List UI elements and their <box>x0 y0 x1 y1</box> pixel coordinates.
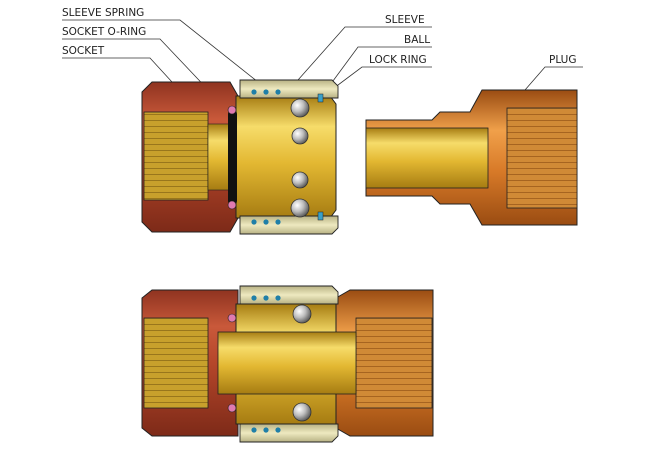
socket-nose <box>235 95 337 219</box>
lock-ring-label: LOCK RING <box>369 54 427 66</box>
connected-socket-thread <box>143 317 209 409</box>
sleeve-spring-label: SLEEVE SPRING <box>62 7 144 19</box>
ball-1 <box>290 98 310 118</box>
lock-ring-leader <box>325 66 432 95</box>
plug-label: PLUG <box>549 54 576 66</box>
ball-2 <box>291 127 309 145</box>
sleeve-label: SLEEVE <box>385 14 425 26</box>
sleeve-leader <box>297 26 432 81</box>
connected-ball-top <box>292 304 312 324</box>
ball-label: BALL <box>404 34 430 46</box>
connected-sleeve-top <box>239 285 339 305</box>
sleeve-spring-top <box>251 89 281 95</box>
sleeve-bottom <box>239 215 339 235</box>
connected-bore <box>217 331 357 395</box>
ball-4 <box>290 198 310 218</box>
plug-bore <box>365 127 489 189</box>
sleeve-spring-bottom <box>251 219 281 225</box>
coupling-connected <box>141 285 434 443</box>
socket-leader <box>62 57 173 83</box>
lock-ring-top <box>317 93 324 103</box>
connected-spring-top <box>251 295 281 301</box>
socket-thread <box>143 111 209 201</box>
socket-o-ring <box>228 110 237 205</box>
socket-bore <box>207 123 231 191</box>
connected-plug-thread <box>355 317 433 409</box>
ball-3 <box>291 171 309 189</box>
plug-leader <box>524 66 583 91</box>
connected-seal-top <box>227 313 237 323</box>
socket-o-ring-label: SOCKET O-RING <box>62 26 146 38</box>
connected-ball-bottom <box>292 402 312 422</box>
sleeve-top <box>239 79 339 99</box>
connected-seal-bottom <box>227 403 237 413</box>
connected-spring-bottom <box>251 427 281 433</box>
sleeve-spring-leader <box>62 19 259 83</box>
lock-ring-bottom <box>317 211 324 221</box>
connected-sleeve-bottom <box>239 423 339 443</box>
plug-assembly-disconnected <box>365 89 578 226</box>
o-ring-seal-top <box>227 105 237 115</box>
o-ring-seal-bottom <box>227 200 237 210</box>
socket-label: SOCKET <box>62 45 105 57</box>
socket-assembly-disconnected <box>141 79 339 235</box>
plug-thread <box>506 107 578 209</box>
